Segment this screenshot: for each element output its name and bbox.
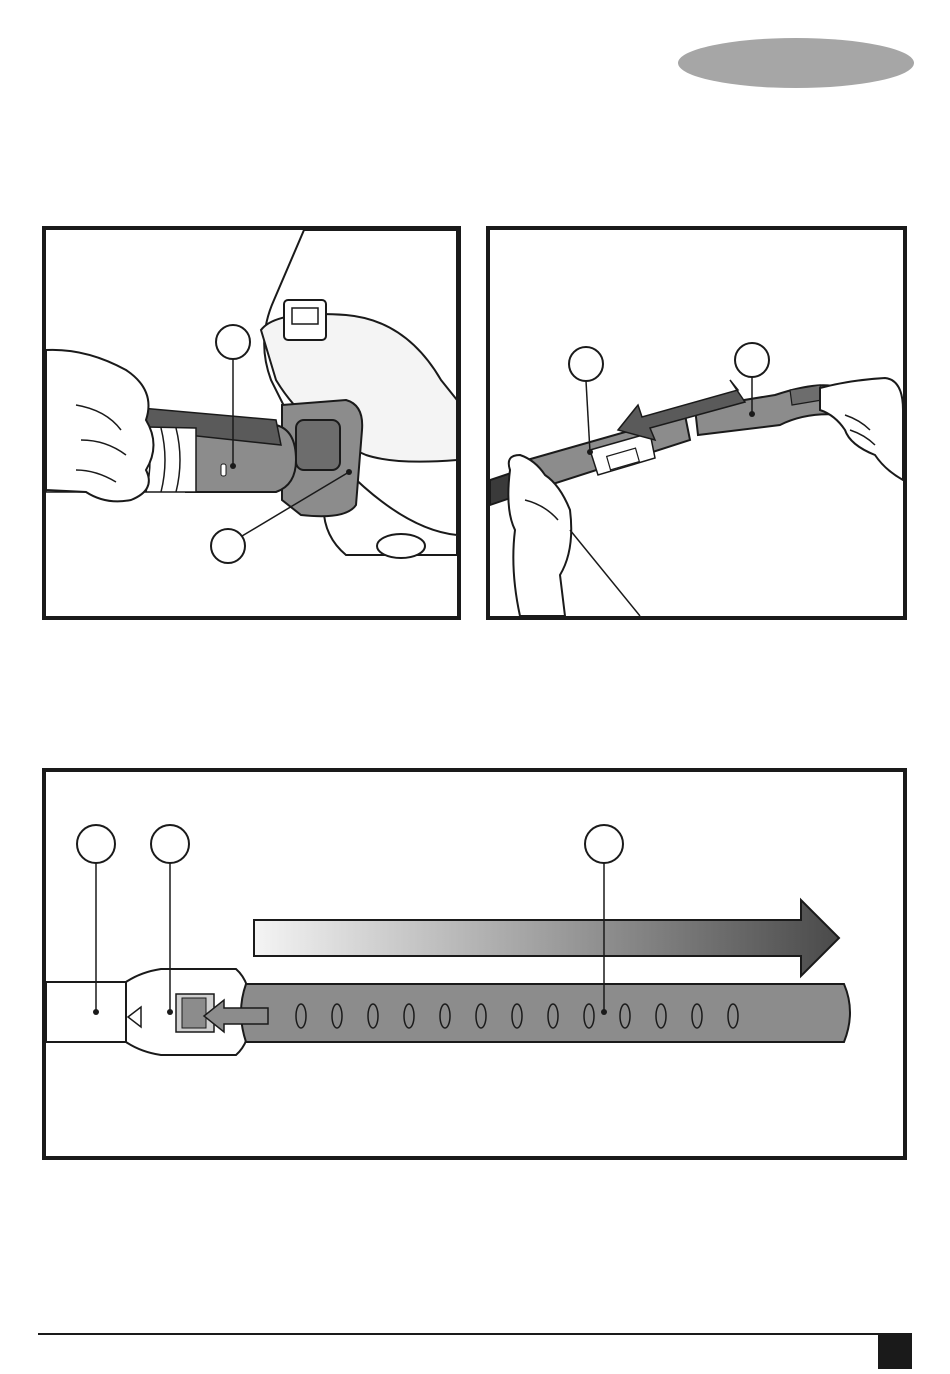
callout-circle [569,347,603,381]
callout-circle [585,825,623,863]
callout-circle [151,825,189,863]
figure-tube-handle-illustration [490,230,903,616]
figure-hose-inlet-panel [42,226,461,620]
language-tab [678,38,914,88]
figure-hose-inlet-illustration [46,230,457,616]
figure-extension-tube-illustration [46,772,903,1156]
hand-left [46,350,154,502]
page-number-box [878,1335,912,1369]
footer-rule [38,1333,912,1335]
hand-right [820,378,903,480]
appliance-wheel [377,534,425,558]
tube-section [46,982,126,1042]
figure-extension-tube-panel [42,768,907,1160]
callout-circle [735,343,769,377]
callout-circle [211,529,245,563]
lid-latch [284,300,326,340]
figure-tube-handle-panel [486,226,907,620]
callout-circle [77,825,115,863]
direction-arrow [254,900,839,976]
callout-circle [216,325,250,359]
